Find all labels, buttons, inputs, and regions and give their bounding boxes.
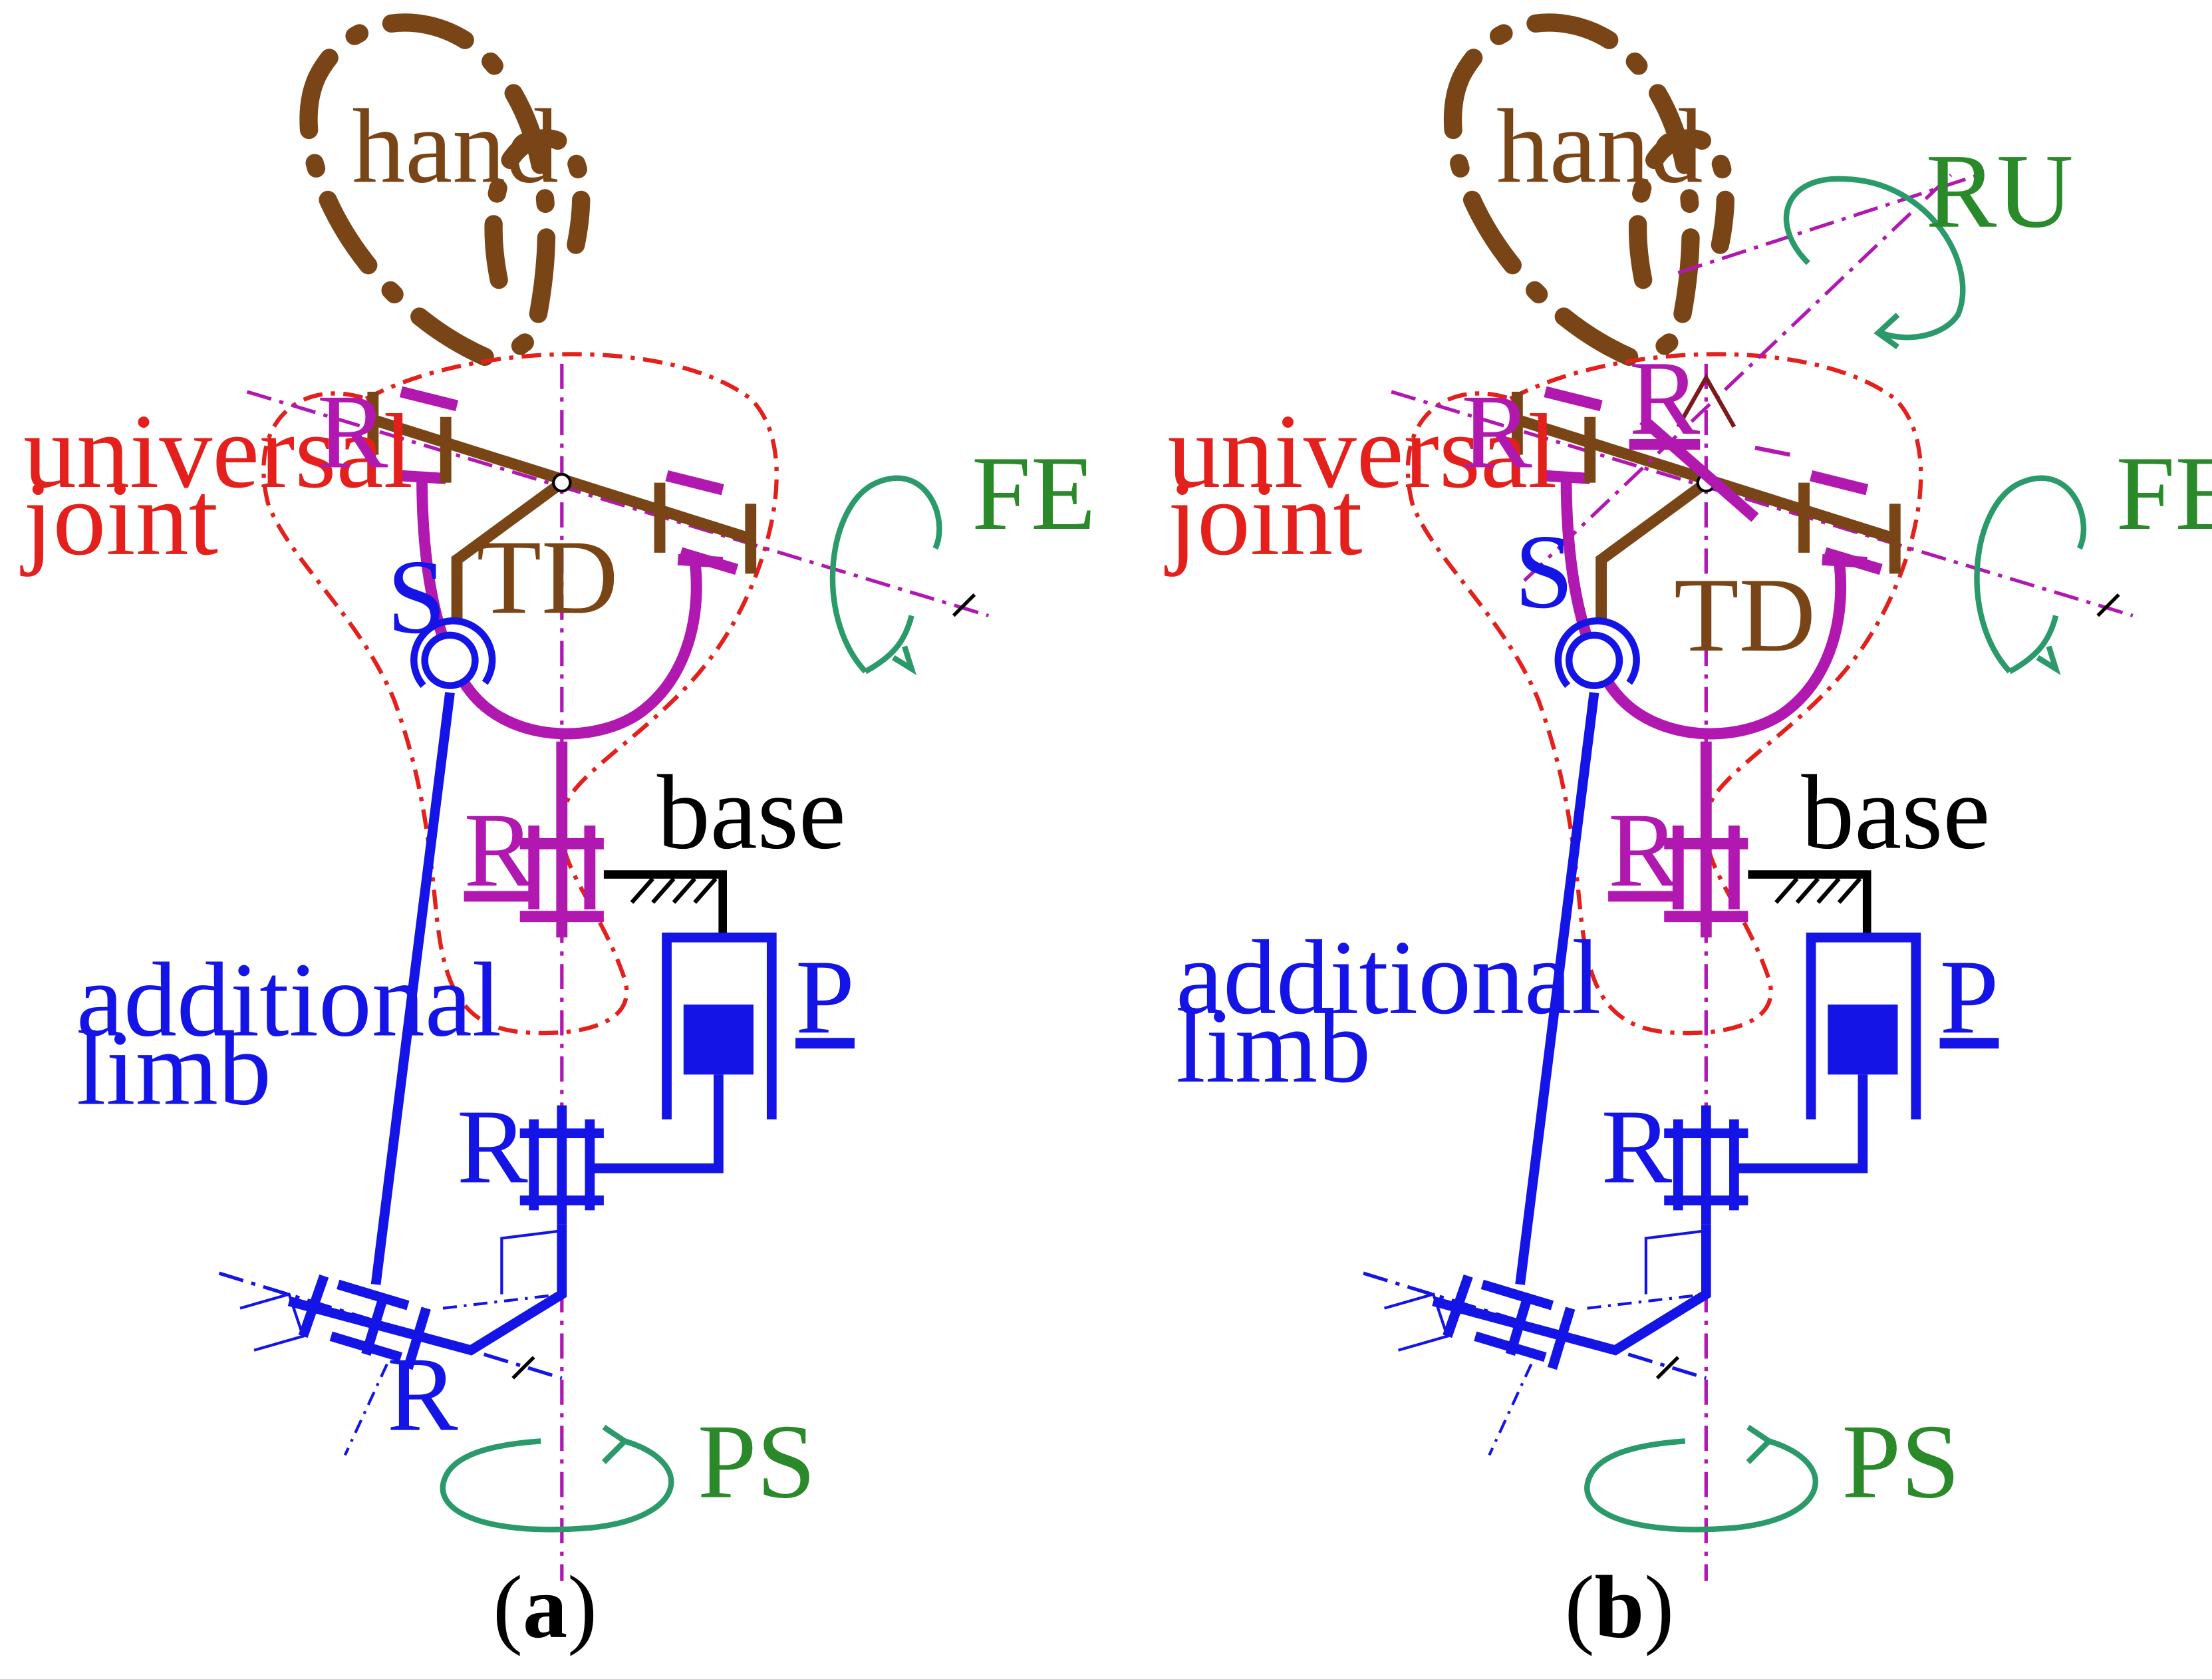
ps-label: PS [1842, 1403, 1960, 1521]
r-joint-top-label: R [317, 373, 388, 491]
s-label: S [1514, 513, 1574, 631]
hand-label: hand [352, 87, 559, 205]
panel-a: hand universal joint R FE TD S R base P … [20, 23, 1096, 1657]
limb-label: limb [1176, 987, 1371, 1105]
s-label: S [387, 538, 446, 656]
panel-b: hand RU universal joint R R FE TD S R ba… [1165, 23, 2212, 1657]
caption-a: (a) [493, 1558, 597, 1657]
ru-axis-diagonal [1523, 174, 1953, 582]
universal-label: universal [23, 392, 413, 510]
r-joint-mid-label: R [1601, 1088, 1673, 1205]
r-underlined-label: R [464, 791, 535, 909]
r-underlined-label: R [1608, 791, 1679, 909]
limb-label: limb [76, 1010, 271, 1128]
base-label: base [1801, 754, 1990, 871]
fe-label: FE [2116, 434, 2212, 552]
inner-joint-mark [1754, 445, 1791, 457]
additional-label: additional [1176, 919, 1601, 1036]
r-joint-mid-label: R [457, 1088, 528, 1205]
ru-axis [1677, 173, 1980, 275]
ru-arrow [1783, 176, 1966, 341]
r-joint-bottom-label: R [387, 1336, 458, 1453]
p-label: P [795, 938, 855, 1056]
caption-b: (b) [1565, 1558, 1675, 1657]
joint-label: joint [1165, 460, 1363, 577]
p-label: P [1940, 938, 1999, 1056]
hand-label: hand [1496, 87, 1703, 205]
td-label: TD [1674, 556, 1816, 674]
base-label: base [657, 754, 846, 871]
zigzag-mark [1676, 373, 1736, 428]
universal-label: universal [1168, 392, 1558, 510]
fe-label: FE [972, 434, 1096, 552]
panel-b-linkage [1363, 23, 2133, 1581]
r-joint-top-label: R [1461, 373, 1532, 491]
inner-joint-bar [1639, 415, 1759, 522]
panel-a-linkage [219, 23, 988, 1581]
additional-label: additional [76, 941, 501, 1058]
ru-arrowhead [1873, 313, 1900, 350]
ru-label: RU [1926, 132, 2074, 250]
ps-label: PS [698, 1403, 816, 1521]
td-label: TD [477, 518, 619, 636]
joint-label: joint [20, 460, 218, 577]
r-joint-inner-label: R [1629, 339, 1701, 457]
